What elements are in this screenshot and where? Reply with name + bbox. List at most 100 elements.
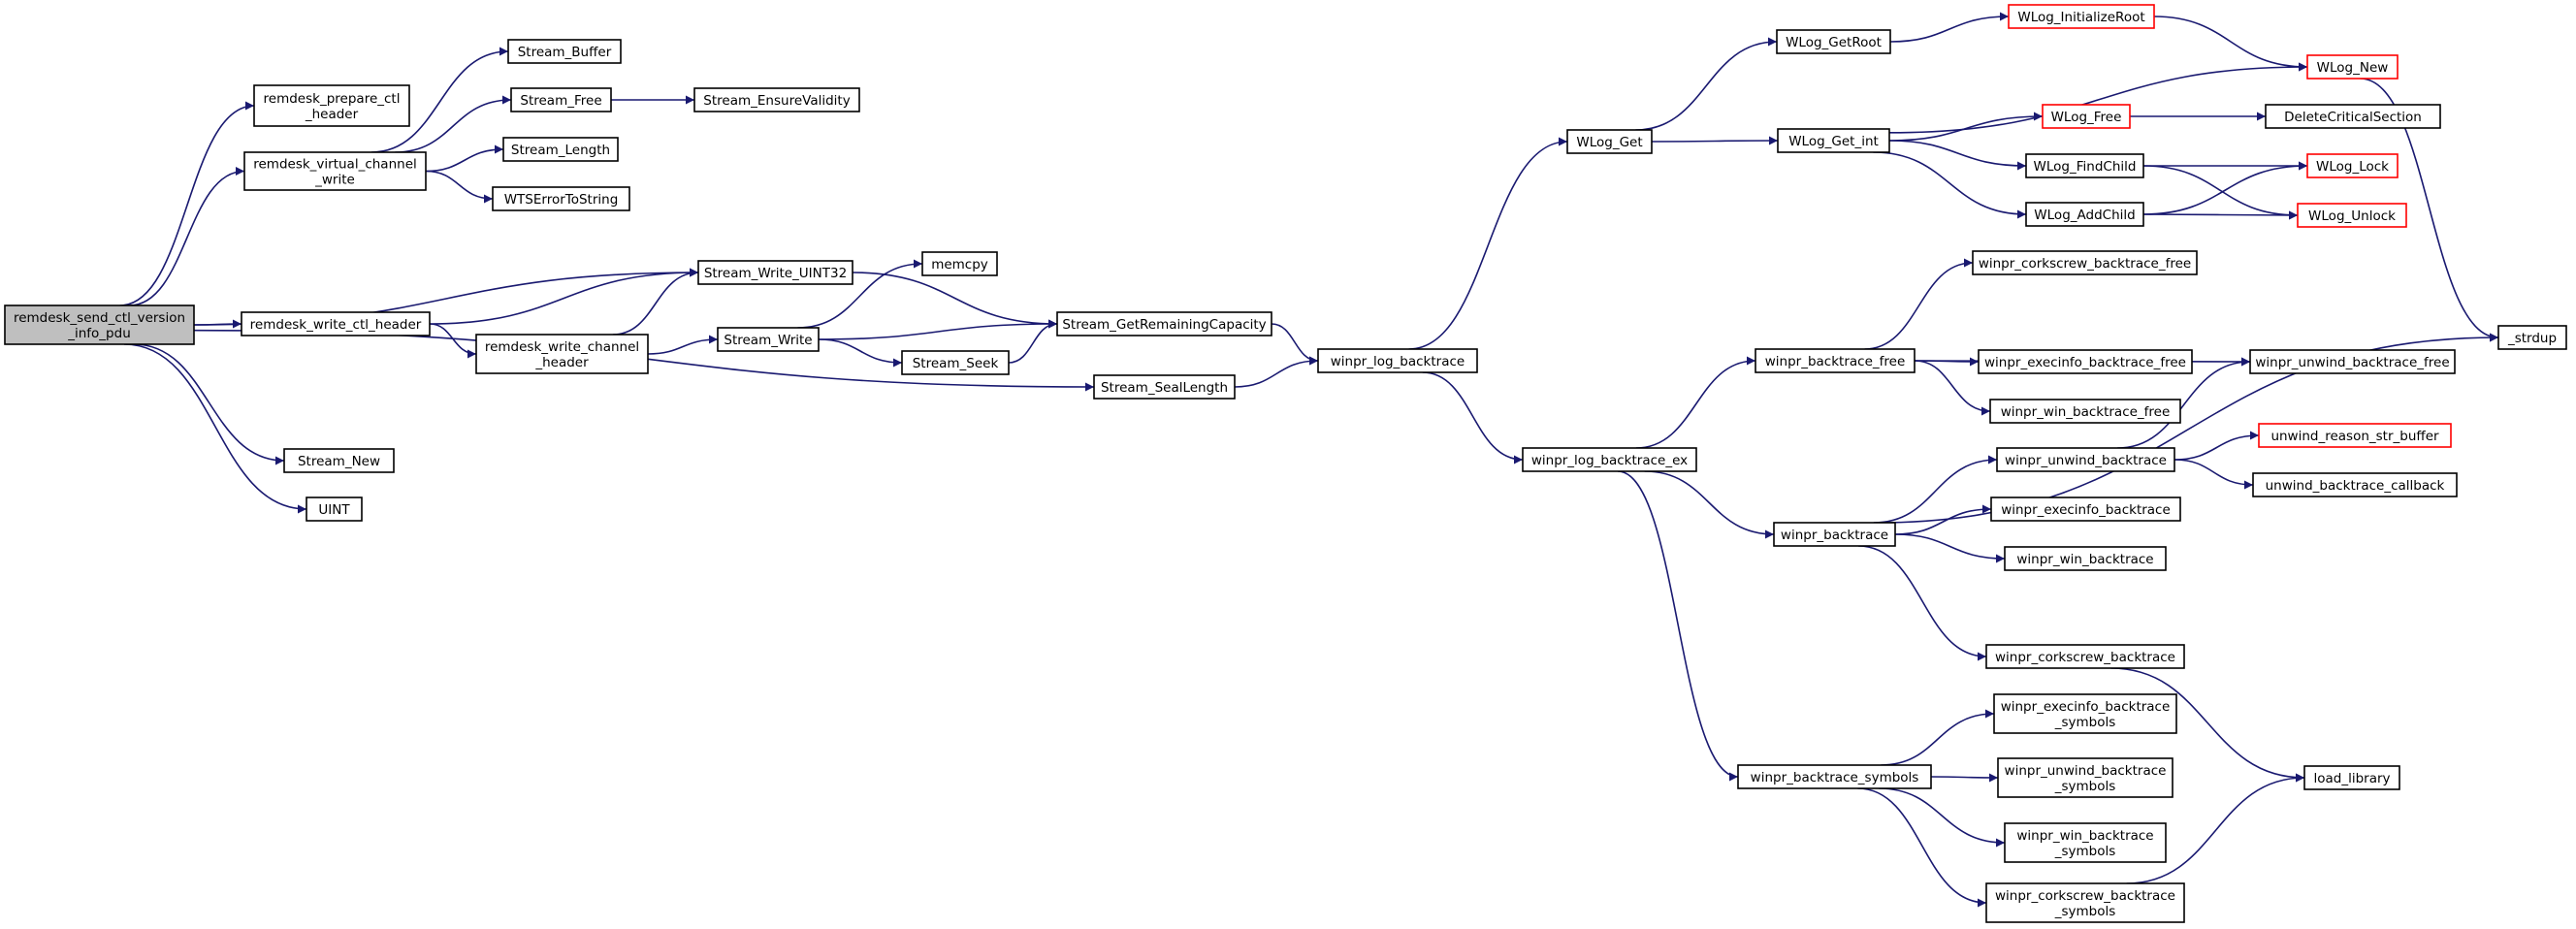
edge-gint-to-achild (1873, 151, 2027, 219)
node-snew[interactable]: Stream_New (283, 448, 395, 473)
node-urs[interactable]: unwind_reason_str_buffer (2258, 423, 2452, 448)
node-label: remdesk_send_ctl_version (14, 310, 185, 326)
node-box (1996, 447, 2175, 472)
node-box (2249, 349, 2456, 374)
node-box (1985, 882, 2185, 923)
node-wlock[interactable]: WLog_Lock (2306, 153, 2399, 178)
node-ccbtfree[interactable]: winpr_corkscrew_backtrace_free (1972, 250, 2198, 275)
node-box (241, 311, 431, 336)
node-wts[interactable]: WTSErrorToString (492, 186, 630, 211)
edge-btfree-to-winbtfree (1914, 360, 1991, 416)
node-wch[interactable]: remdesk_write_channel_header (475, 334, 649, 374)
node-achild[interactable]: WLog_AddChild (2025, 202, 2144, 227)
node-bt[interactable]: winpr_backtrace (1773, 522, 1896, 547)
edge-vcw-to-sfree (395, 95, 512, 153)
node-fchild[interactable]: WLog_FindChild (2025, 153, 2144, 178)
node-vcw[interactable]: remdesk_virtual_channel_write (243, 151, 427, 191)
node-wlb[interactable]: winpr_log_backtrace (1317, 348, 1478, 373)
node-initroot[interactable]: WLog_InitializeRoot (2008, 4, 2155, 29)
node-box (1997, 757, 2174, 798)
node-label: winpr_win_backtrace_free (2001, 404, 2171, 420)
node-label: WLog_Get_int (1788, 134, 1879, 149)
node-label: winpr_execinfo_backtrace (2001, 699, 2171, 715)
edge-vcw-to-slen (425, 144, 504, 173)
node-unbtfree[interactable]: winpr_unwind_backtrace_free (2249, 349, 2456, 374)
node-box (1755, 348, 1916, 373)
node-slen[interactable]: Stream_Length (502, 137, 619, 162)
node-label: Stream_Length (511, 143, 610, 158)
node-exsym[interactable]: winpr_execinfo_backtrace_symbols (1993, 693, 2177, 734)
node-box (2252, 472, 2458, 497)
node-exbtfree[interactable]: winpr_execinfo_backtrace_free (1978, 349, 2193, 374)
node-unbt[interactable]: winpr_unwind_backtrace (1996, 447, 2175, 472)
edge-root-to-vcw (129, 167, 245, 306)
node-sev[interactable]: Stream_EnsureValidity (693, 87, 860, 112)
edge-wlog-to-gint (1651, 136, 1779, 145)
node-label: winpr_corkscrew_backtrace_free (1979, 256, 2191, 272)
node-wfree[interactable]: WLog_Free (2042, 104, 2131, 129)
node-box (1989, 399, 2181, 424)
node-box (306, 497, 363, 522)
node-sbuf[interactable]: Stream_Buffer (507, 39, 622, 64)
node-label: Stream_Seek (913, 356, 999, 371)
node-box (901, 350, 1010, 375)
edge-btsym-to-winsym (1879, 787, 2006, 848)
node-wlbex[interactable]: winpr_log_backtrace_ex (1522, 447, 1697, 472)
node-label: DeleteCriticalSection (2284, 110, 2422, 125)
edge-wlb-to-wlbex (1422, 371, 1524, 464)
node-box (697, 260, 853, 285)
node-label: _symbols (2054, 904, 2116, 919)
edge-wch-to-swrite (647, 335, 719, 355)
edge-bt-to-exbt (1894, 504, 1992, 535)
node-sw32[interactable]: Stream_Write_UINT32 (697, 260, 853, 285)
node-strdup[interactable]: _strdup (2497, 325, 2567, 350)
node-prep[interactable]: remdesk_prepare_ctl_header (253, 84, 410, 127)
edge-wlbex-to-btfree (1635, 356, 1756, 449)
edge-fchild-to-wunlock (2142, 165, 2299, 220)
node-wunlock[interactable]: WLog_Unlock (2297, 203, 2407, 228)
node-sseek[interactable]: Stream_Seek (901, 350, 1010, 375)
node-root[interactable]: remdesk_send_ctl_version_info_pdu (4, 304, 195, 345)
node-label: WLog_Lock (2316, 159, 2389, 175)
node-exbt[interactable]: winpr_execinfo_backtrace (1990, 497, 2181, 522)
node-loadlib[interactable]: load_library (2303, 765, 2400, 790)
edge-wctl-to-wch (429, 323, 477, 359)
edge-wnew-to-strdup (2360, 78, 2499, 342)
edge-bt-to-winbt (1894, 533, 2006, 563)
node-ubc[interactable]: unwind_backtrace_callback (2252, 472, 2458, 497)
node-label: Stream_SealLength (1101, 380, 1228, 396)
node-sfree[interactable]: Stream_Free (510, 87, 612, 112)
node-sgrc[interactable]: Stream_GetRemainingCapacity (1056, 311, 1272, 336)
node-box (283, 448, 395, 473)
node-label: unwind_backtrace_callback (2266, 478, 2445, 494)
node-label: Stream_EnsureValidity (703, 93, 850, 109)
node-sseal[interactable]: Stream_SealLength (1093, 374, 1236, 400)
node-label: _strdup (2507, 331, 2557, 346)
node-label: Stream_GetRemainingCapacity (1062, 317, 1266, 333)
node-btsym[interactable]: winpr_backtrace_symbols (1737, 764, 1932, 789)
node-memcpy[interactable]: memcpy (921, 251, 998, 276)
node-groot[interactable]: WLog_GetRoot (1776, 29, 1891, 54)
node-ccbt[interactable]: winpr_corkscrew_backtrace (1985, 644, 2185, 669)
node-ccsym[interactable]: winpr_corkscrew_backtrace_symbols (1985, 882, 2185, 923)
node-swrite[interactable]: Stream_Write (717, 327, 820, 352)
node-box (2258, 423, 2452, 448)
node-dcs[interactable]: DeleteCriticalSection (2265, 104, 2441, 129)
node-uint[interactable]: UINT (306, 497, 363, 522)
node-wlog[interactable]: WLog_Get (1566, 129, 1653, 154)
node-unsym[interactable]: winpr_unwind_backtrace_symbols (1997, 757, 2174, 798)
node-winsym[interactable]: winpr_win_backtrace_symbols (2004, 822, 2167, 863)
edge-initroot-to-wnew (2153, 16, 2308, 72)
node-label: remdesk_write_channel (485, 339, 639, 355)
node-wnew[interactable]: WLog_New (2306, 54, 2399, 80)
node-label: remdesk_write_ctl_header (250, 317, 422, 333)
edge-btfree-to-ccbtfree (1864, 258, 1974, 350)
node-box (1773, 522, 1896, 547)
node-gint[interactable]: WLog_Get_int (1777, 128, 1890, 153)
node-winbtfree[interactable]: winpr_win_backtrace_free (1989, 399, 2181, 424)
node-btfree[interactable]: winpr_backtrace_free (1755, 348, 1916, 373)
node-label: UINT (318, 502, 350, 518)
node-winbt[interactable]: winpr_win_backtrace (2004, 546, 2167, 571)
node-wctl[interactable]: remdesk_write_ctl_header (241, 311, 431, 336)
